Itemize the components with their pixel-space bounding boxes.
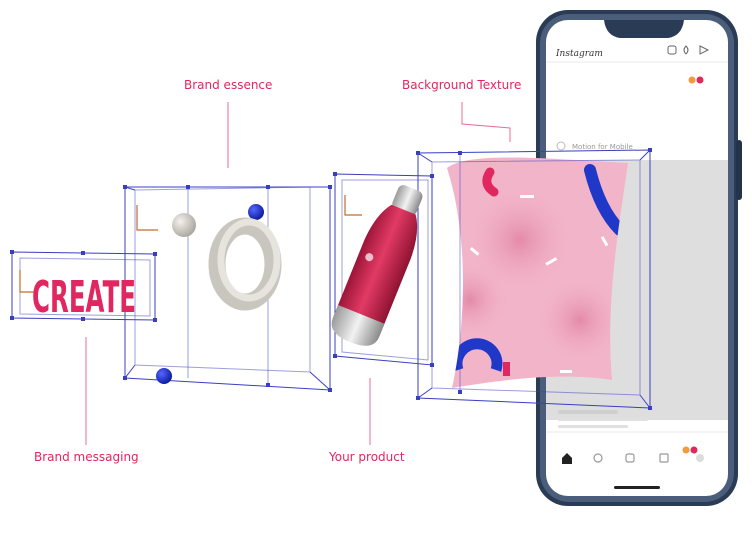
home-indicator bbox=[614, 486, 660, 489]
bottle-logo-icon bbox=[365, 253, 374, 262]
heart-icon bbox=[683, 45, 689, 55]
product-bottle bbox=[331, 185, 423, 346]
label-brand-essence: Brand essence bbox=[184, 78, 273, 92]
blue-sphere-top bbox=[248, 204, 264, 220]
phone-post-user: Motion for Mobile bbox=[572, 143, 633, 151]
label-background-texture: Background Texture bbox=[402, 78, 522, 92]
leader-lines bbox=[85, 102, 511, 445]
frame-handles bbox=[10, 148, 652, 410]
post-avatar-icon bbox=[556, 141, 566, 151]
home-icon bbox=[562, 453, 572, 464]
background-texture-layer bbox=[447, 157, 628, 388]
send-icon bbox=[699, 45, 710, 55]
label-brand-messaging: Brand messaging bbox=[34, 450, 139, 464]
create-sign-text: CREATE bbox=[32, 272, 136, 323]
phone-header-icons bbox=[667, 45, 710, 55]
torus bbox=[208, 217, 282, 311]
profile-icon bbox=[696, 454, 704, 462]
search-icon bbox=[593, 453, 603, 463]
label-your-product: Your product bbox=[329, 450, 405, 464]
add-post-icon bbox=[667, 45, 677, 55]
shop-icon bbox=[659, 453, 669, 463]
leader-background-texture bbox=[461, 102, 511, 142]
reels-icon bbox=[625, 453, 635, 463]
brand-essence-objects bbox=[156, 204, 282, 384]
phone-nav-bar bbox=[562, 453, 704, 489]
blue-sphere-bottom bbox=[156, 368, 172, 384]
grey-sphere bbox=[172, 213, 196, 237]
phone-app-name: Instagram bbox=[555, 49, 603, 59]
axis-gizmos bbox=[19, 195, 362, 293]
